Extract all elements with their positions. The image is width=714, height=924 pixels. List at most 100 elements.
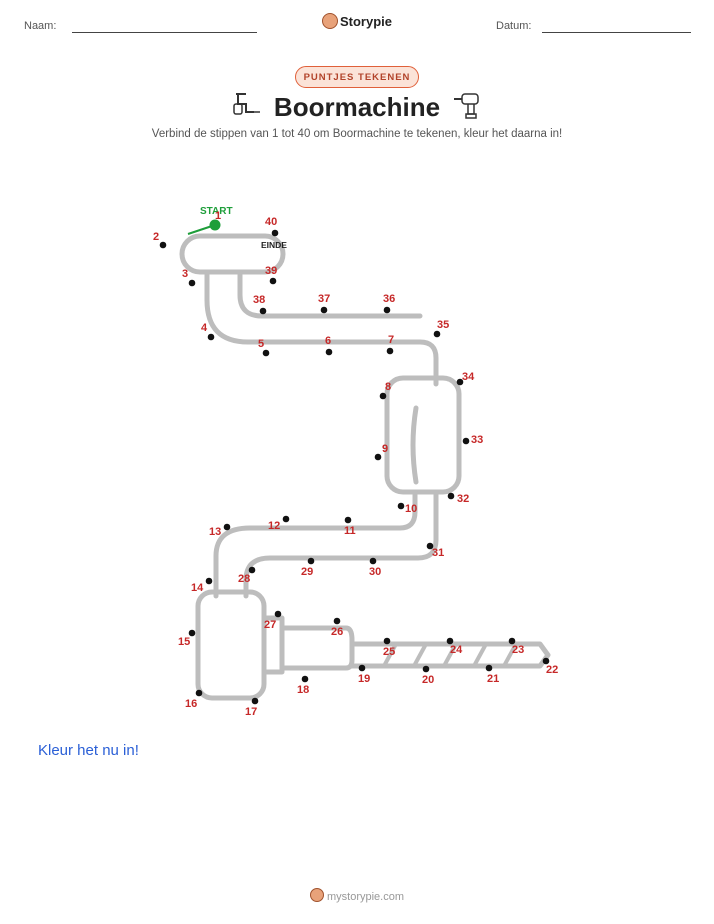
dot-17 <box>251 697 259 705</box>
dot-number-1: 1 <box>215 210 221 222</box>
dot-number-12: 12 <box>268 520 280 532</box>
dot-24 <box>446 637 454 645</box>
dot-number-36: 36 <box>383 293 395 305</box>
drill-bit-stripes <box>382 643 518 667</box>
start-label: START <box>200 206 233 217</box>
dot-number-38: 38 <box>253 294 265 306</box>
dot-number-24: 24 <box>450 644 463 656</box>
dot-number-28: 28 <box>238 573 250 585</box>
dot-number-6: 6 <box>325 335 331 347</box>
dot-number-21: 21 <box>487 673 499 685</box>
dot-number-15: 15 <box>178 636 190 648</box>
color-prompt: Kleur het nu in! <box>38 742 139 759</box>
dot-35 <box>433 330 441 338</box>
date-line[interactable] <box>542 32 691 33</box>
dot-10 <box>397 502 405 510</box>
hand-drill-icon <box>233 93 260 115</box>
dot-15 <box>188 629 196 637</box>
dot-number-39: 39 <box>265 265 277 277</box>
dot-number-16: 16 <box>185 698 197 710</box>
dot-8 <box>379 392 387 400</box>
dot-number-34: 34 <box>462 371 475 383</box>
dot-22 <box>542 657 550 665</box>
brand-name: Storypie <box>339 14 392 29</box>
dot-number-27: 27 <box>264 619 276 631</box>
dot-number-26: 26 <box>331 626 343 638</box>
category-badge: PUNTJES TEKENEN <box>295 66 419 88</box>
dot-number-22: 22 <box>546 664 558 676</box>
page-title: Boormachine <box>273 92 441 122</box>
dot-number-9: 9 <box>382 443 388 455</box>
dot-number-25: 25 <box>383 646 395 658</box>
dot-36 <box>383 306 391 314</box>
dot-number-37: 37 <box>318 293 330 305</box>
dot-9 <box>374 453 382 461</box>
storypie-logo-icon <box>321 13 338 29</box>
dot-number-17: 17 <box>245 706 257 718</box>
dot-number-8: 8 <box>385 381 391 393</box>
dot-33 <box>462 437 470 445</box>
dot-number-31: 31 <box>432 547 444 559</box>
dot-1 <box>209 219 221 231</box>
date-label: Datum: <box>496 20 532 32</box>
dot-27 <box>274 610 282 618</box>
dot-4 <box>207 333 215 341</box>
dot-number-2: 2 <box>153 231 159 243</box>
dot-number-14: 14 <box>191 582 204 594</box>
dot-number-32: 32 <box>457 493 469 505</box>
dot-34 <box>456 378 464 386</box>
dot-number-4: 4 <box>201 322 208 334</box>
dot-6 <box>325 348 333 356</box>
end-label: EINDE <box>261 240 287 250</box>
power-drill-icon <box>454 93 479 119</box>
name-label: Naam: <box>24 20 57 32</box>
dot-29 <box>307 557 315 565</box>
storypie-footer-logo-icon <box>309 888 324 902</box>
dot-number-33: 33 <box>471 434 483 446</box>
dot-19 <box>358 664 366 672</box>
dot-11 <box>344 516 352 524</box>
dot-20 <box>422 665 430 673</box>
brand: Storypie <box>0 13 714 29</box>
name-line[interactable] <box>72 32 257 33</box>
dot-2 <box>159 241 167 249</box>
dot-13 <box>223 523 231 531</box>
dot-number-30: 30 <box>369 566 381 578</box>
dot-number-19: 19 <box>358 673 370 685</box>
dot-5 <box>262 349 270 357</box>
dot-7 <box>386 347 394 355</box>
dot-37 <box>320 306 328 314</box>
dot-16 <box>195 689 203 697</box>
dot-number-23: 23 <box>512 644 524 656</box>
dot-26 <box>333 617 341 625</box>
dot-39 <box>269 277 277 285</box>
drill-outline <box>179 233 551 701</box>
dot-number-11: 11 <box>344 525 356 537</box>
dot-18 <box>301 675 309 683</box>
dot-14 <box>205 577 213 585</box>
dot-25 <box>383 637 391 645</box>
footer: mystorypie.com <box>0 888 714 903</box>
dot-number-35: 35 <box>437 319 449 331</box>
dot-3 <box>188 279 196 287</box>
dot-28 <box>248 566 256 574</box>
dot-number-20: 20 <box>422 674 434 686</box>
dot-12 <box>282 515 290 523</box>
dot-31 <box>426 542 434 550</box>
dot-number-3: 3 <box>182 268 188 280</box>
dot-number-5: 5 <box>258 338 264 350</box>
dot-21 <box>485 664 493 672</box>
dot-number-40: 40 <box>265 216 277 228</box>
dot-32 <box>447 492 455 500</box>
dot-23 <box>508 637 516 645</box>
dot-40 <box>271 229 279 237</box>
dot-number-13: 13 <box>209 526 221 538</box>
instructions: Verbind de stippen van 1 tot 40 om Boorm… <box>151 128 563 140</box>
footer-url[interactable]: mystorypie.com <box>326 891 405 903</box>
dot-number-10: 10 <box>405 503 417 515</box>
dot-30 <box>369 557 377 565</box>
dot-number-18: 18 <box>297 684 309 696</box>
dot-38 <box>259 307 267 315</box>
dot-number-7: 7 <box>388 334 394 346</box>
